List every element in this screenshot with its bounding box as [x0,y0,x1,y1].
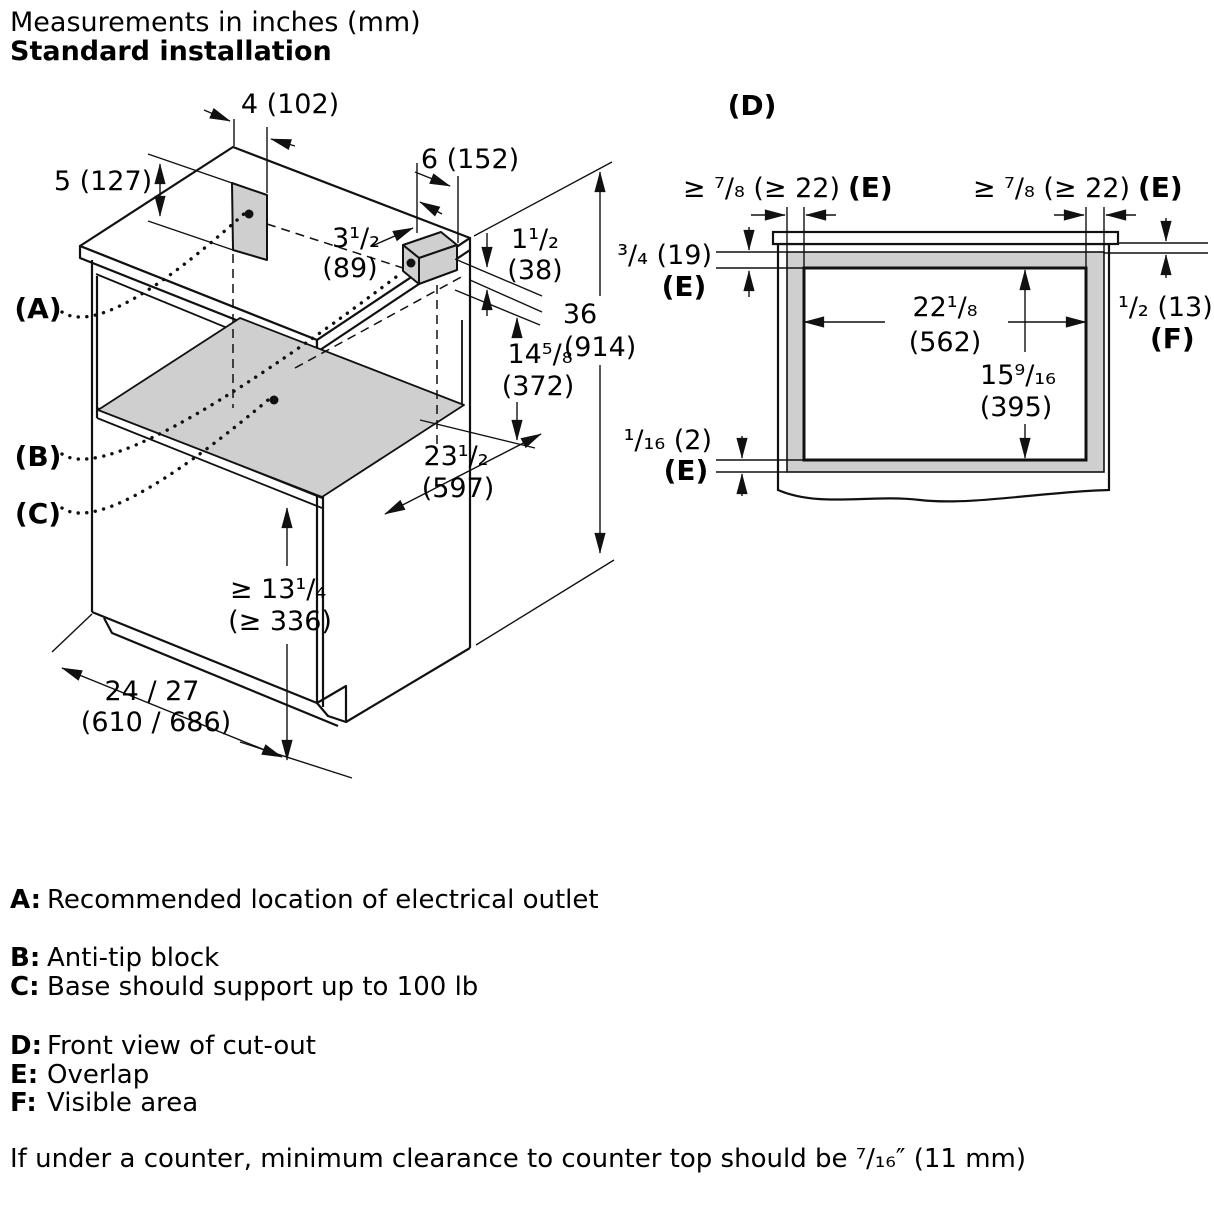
page-title: Standard installation [10,36,332,67]
dim-block-width: 6 (152) [421,144,519,175]
legend-key-c: C: [10,972,40,1002]
anti-tip-block [402,231,458,285]
overlap-right-value: ≥ ⁷/₈ (≥ 22) [973,173,1130,204]
legend-item-b: B: Anti-tip block [10,944,219,972]
cutout-width-1: 22¹/₈ [912,292,977,323]
view-label-d: (D) [728,89,777,122]
front-view-dimension-lines [716,207,1208,496]
callout-c: (C) [15,497,61,530]
dim-base-height-1: ≥ 13¹/₄ [230,574,326,605]
dim-cabinet-width-1: 24 / 27 [105,676,200,707]
iso-dimension-labels: 4 (102) 5 (127) 6 (152) 3¹/₂ (89) 1¹/₂ (… [14,89,636,738]
overlap-top-key: (E) [662,270,707,303]
legend-key-a: A: [10,885,42,915]
overlap-left-key: (E) [848,171,893,204]
installation-diagram: 4 (102) 5 (127) 6 (152) 3¹/₂ (89) 1¹/₂ (… [14,89,1213,779]
cutout-height-2: (395) [980,392,1053,423]
legend-item-d: D: Front view of cut-out [10,1032,316,1060]
legend-key-b: B: [10,943,41,973]
dim-cavity-height-1: 14⁵/₈ [507,339,572,370]
dim-outlet-width: 4 (102) [241,89,339,120]
cutout-opening [802,266,1088,462]
overlap-bottom-key: (E) [664,454,709,487]
iso-cabinet-view: 4 (102) 5 (127) 6 (152) 3¹/₂ (89) 1¹/₂ (… [14,89,636,779]
base-shelf-marker-dot [269,395,279,405]
overlap-right-key: (E) [1138,171,1183,204]
callout-a: (A) [14,292,61,325]
iso-dimension-lines [51,108,615,779]
legend-key-d: D: [10,1031,42,1061]
visible-area-value: ¹/₂ (13) [1118,292,1213,323]
cutout-height-1: 15⁹/₁₆ [980,360,1056,391]
overlap-top-value: ³/₄ (19) [617,240,712,271]
legend-text-f: Visible area [47,1088,199,1118]
cutout-width-2: (562) [909,327,982,358]
visible-area-key: (F) [1150,322,1195,355]
page-subtitle: Measurements in inches (mm) [10,7,421,38]
front-view-cutout: (D) ≥ ⁷/₈ (≥ 22) (E) ≥ ⁷/₈ (≥ 22) (E) ³/… [617,89,1213,503]
dim-total-height-1: 36 [563,299,597,330]
legend-text-b: Anti-tip block [47,943,220,973]
dim-block-offset-2: (89) [322,253,377,284]
overlap-left-value: ≥ ⁷/₈ (≥ 22) [683,173,840,204]
dim-total-height-2: (914) [564,332,637,363]
legend-item-f: F: Visible area [10,1089,198,1117]
counter-edge-strip [771,230,1120,246]
dim-edge-gap-1: 1¹/₂ [511,224,559,255]
legend-item-e: E: Overlap [10,1061,149,1089]
legend-key-f: F: [10,1088,37,1118]
overlap-bottom-value: ¹/₁₆ (2) [624,425,712,456]
legend-item-c: C: Base should support up to 100 lb [10,973,478,1001]
dim-outlet-height: 5 (127) [54,166,152,197]
dim-base-height-2: (≥ 336) [228,606,332,637]
legend-text-c: Base should support up to 100 lb [47,972,479,1002]
dim-depth-1: 23¹/₂ [423,441,488,472]
callout-leaders [60,210,402,515]
dim-edge-gap-2: (38) [507,255,562,286]
dim-cavity-height-2: (372) [502,371,575,402]
legend-text-d: Front view of cut-out [47,1031,316,1061]
base-shelf-surface [97,317,465,498]
legend-text-e: Overlap [47,1060,150,1090]
legend-key-e: E: [10,1060,39,1090]
footnote: If under a counter, minimum clearance to… [10,1144,1027,1174]
outlet-marker-dot [244,209,254,219]
electrical-outlet [231,182,268,261]
front-view-labels: (D) ≥ ⁷/₈ (≥ 22) (E) ≥ ⁷/₈ (≥ 22) (E) ³/… [617,89,1213,487]
dim-depth-2: (597) [422,473,495,504]
dim-cabinet-width-2: (610 / 686) [81,707,231,738]
legend-text-a: Recommended location of electrical outle… [47,885,599,915]
legend-item-a: A: Recommended location of electrical ou… [10,886,599,914]
dim-block-offset-1: 3¹/₂ [332,223,380,254]
callout-b: (B) [15,440,62,473]
